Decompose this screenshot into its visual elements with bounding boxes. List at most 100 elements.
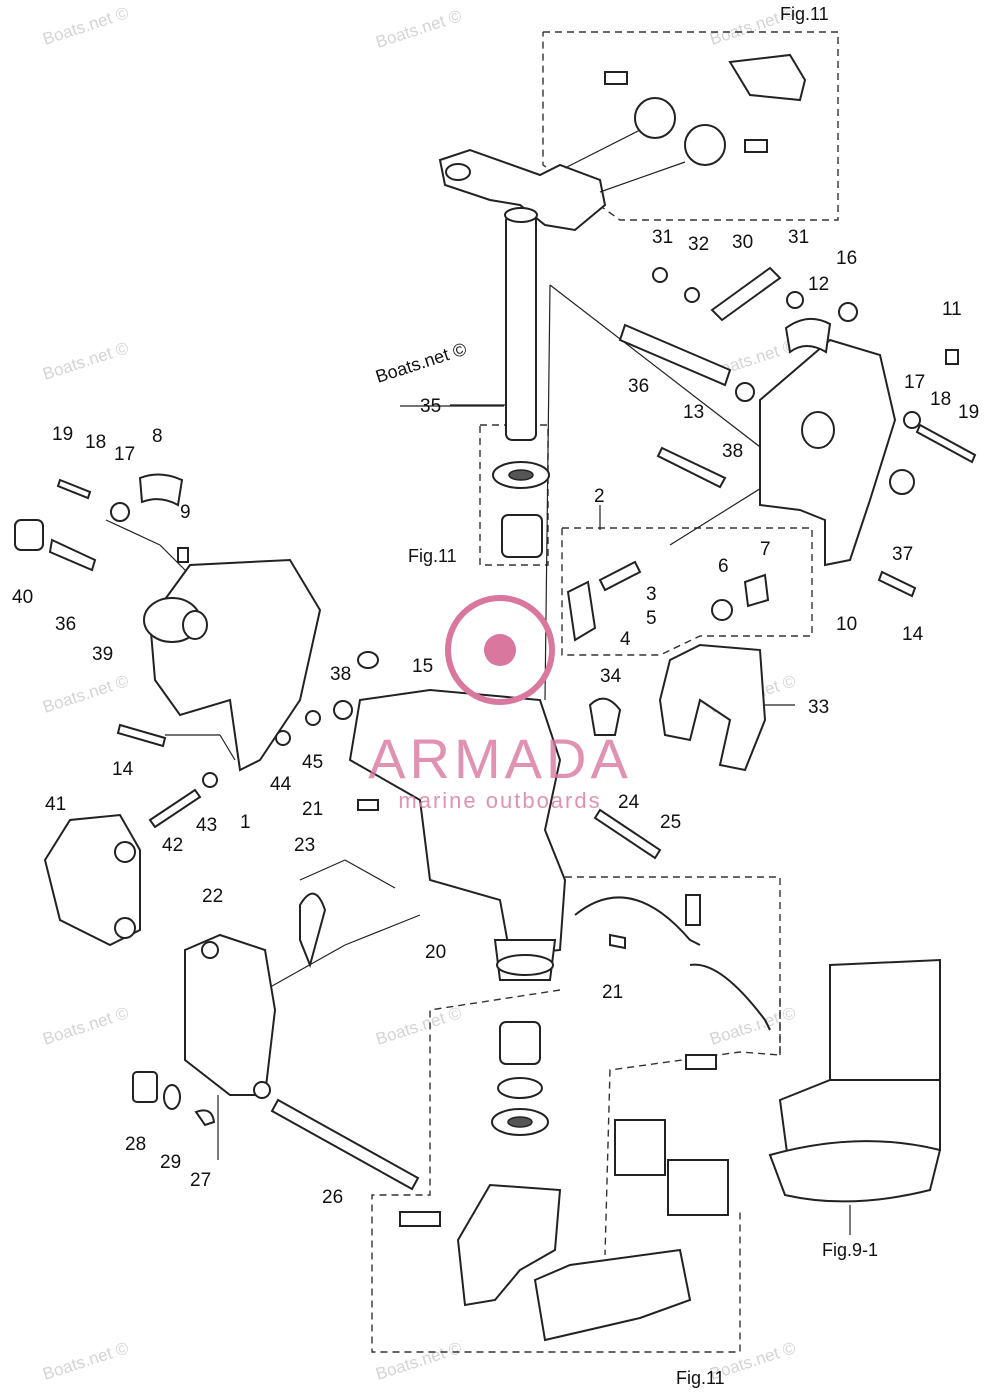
callout: 7 <box>760 539 771 560</box>
steering-shaft-top <box>504 207 538 223</box>
callout: 1 <box>240 812 251 833</box>
callout: 31 <box>652 227 673 248</box>
fig11-top-group-outline <box>542 31 839 221</box>
callouts: 1 2 3 4 5 6 7 8 9 10 11 12 13 14 14 15 1… <box>12 227 979 1208</box>
washer-38-right <box>735 382 755 402</box>
callout: 20 <box>425 942 446 963</box>
bolt-7 <box>743 573 770 608</box>
bracket-parts-group-outline <box>561 527 813 656</box>
washer-hole <box>508 469 534 481</box>
callout: 17 <box>114 444 135 465</box>
watermark: Boats.net © <box>40 3 131 49</box>
bolt-19-left <box>56 478 92 500</box>
callout: 14 <box>902 624 924 645</box>
clamp-bracket-left-hole <box>182 610 208 640</box>
callout: 17 <box>904 372 925 393</box>
callout: 21 <box>302 799 323 820</box>
thrust-plate <box>710 266 782 322</box>
bolt-top <box>604 71 628 85</box>
bolt-21-upper <box>357 799 379 811</box>
steering-bracket-left <box>634 97 676 139</box>
lower-cover <box>533 1248 692 1342</box>
callout: 22 <box>202 886 223 907</box>
bolt-42 <box>148 788 202 829</box>
swivel-bracket <box>348 688 567 957</box>
cap <box>14 519 44 551</box>
callout: 36 <box>55 614 76 635</box>
nut-16 <box>838 302 858 322</box>
propeller-hub-icon <box>484 634 516 666</box>
watermark: Boats.net © <box>40 1003 131 1049</box>
watermark: Boats.net © <box>40 671 131 717</box>
callout: 8 <box>152 426 163 447</box>
clamp-handle-boss-lower <box>114 917 136 939</box>
callout: 45 <box>302 752 323 773</box>
fig-ref-middle: Fig.11 <box>408 546 457 566</box>
drive-shaft-housing <box>829 958 941 1081</box>
clamp-bracket-right-hole <box>801 411 835 449</box>
washer-38-left <box>333 700 353 720</box>
callout: 28 <box>125 1134 146 1155</box>
spring-34 <box>588 697 622 736</box>
clamp-handle-boss-upper <box>114 841 136 863</box>
steering-arm-boss <box>445 163 471 181</box>
armada-logo: ARMADA marine outboards <box>368 595 632 813</box>
lower-mount <box>456 1183 562 1307</box>
bolt-14-left <box>116 723 167 748</box>
tilt-shaft <box>270 1098 420 1191</box>
pin-24 <box>593 808 662 860</box>
callout: 26 <box>322 1187 343 1208</box>
watermark: Boats.net © <box>373 1003 464 1049</box>
callout: 2 <box>594 486 605 507</box>
callout: 5 <box>646 608 657 629</box>
washer-lower-2-hole <box>507 1116 533 1128</box>
washer-6 <box>711 599 733 621</box>
swivel-bracket-bottom <box>496 954 554 976</box>
callout: 10 <box>836 614 857 635</box>
bushing <box>784 317 832 354</box>
washer-29 <box>163 1084 181 1110</box>
watermark: Boats.net © <box>40 338 131 384</box>
tie-bolt-lower <box>599 161 686 193</box>
clamp-bracket-right <box>759 338 897 567</box>
callout: 42 <box>162 835 183 856</box>
callout: 41 <box>45 794 66 815</box>
bushing-37 <box>889 469 915 495</box>
callout: 16 <box>836 248 857 269</box>
callout: 24 <box>618 792 640 813</box>
clip-27 <box>194 1109 216 1127</box>
ground-lead-group-outline <box>565 876 781 1256</box>
callout: 38 <box>330 664 351 685</box>
callout: 9 <box>180 502 191 523</box>
bushing-17-left <box>110 502 130 522</box>
cap-15 <box>357 651 379 669</box>
watermark: Boats.net © <box>373 1338 464 1384</box>
bolt-14-right <box>877 570 917 598</box>
callout: 18 <box>85 432 106 453</box>
nut-45 <box>305 710 321 726</box>
bolt-ground <box>685 894 701 926</box>
steering-link-plate <box>728 53 807 102</box>
clip-32 <box>684 287 700 303</box>
bushing-8 <box>138 473 184 507</box>
anti-cavitation-plate <box>768 1140 942 1203</box>
logo-name: ARMADA <box>368 727 632 790</box>
fig-ref-bottom: Fig.11 <box>676 1368 725 1388</box>
propeller-icon <box>445 595 555 705</box>
callout: 13 <box>683 402 704 423</box>
callout: 12 <box>808 274 829 295</box>
callout: 4 <box>620 629 631 650</box>
rubber-mount-left <box>614 1119 666 1176</box>
callout: 6 <box>718 556 729 577</box>
callout: 18 <box>930 389 951 410</box>
bushing-lower <box>499 1021 541 1065</box>
thrust-bracket-hole-lower <box>253 1081 271 1099</box>
tilt-lock-lever <box>658 643 767 772</box>
rubber-mount-right <box>667 1159 729 1216</box>
bolt-21-lower <box>609 933 626 950</box>
callout: 23 <box>294 835 315 856</box>
ground-lead-lower <box>689 963 771 1031</box>
fig11-bottom-group-outline <box>371 989 741 1353</box>
callout: 40 <box>12 587 33 608</box>
callout: 14 <box>112 759 134 780</box>
